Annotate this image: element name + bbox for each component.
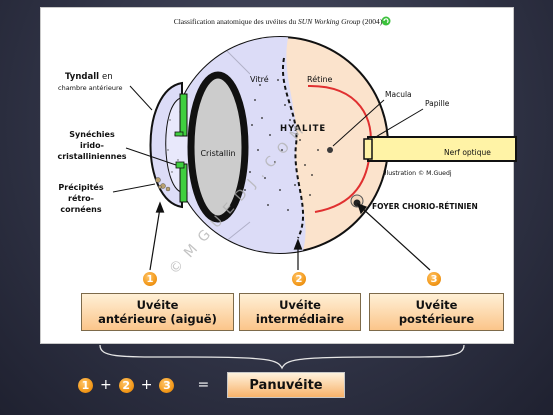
category-posterior-line2: postérieure <box>398 312 475 326</box>
badge-3: 3 <box>427 272 441 286</box>
summary-equation: 1 + 2 + 3 = <box>78 374 209 396</box>
summary-badge-1: 1 <box>78 377 93 393</box>
label-macula: Macula <box>385 90 412 99</box>
category-anterior-line1: Uvéite <box>136 298 179 312</box>
summary-plus-1: + <box>100 377 112 393</box>
label-tyndall-sub: chambre antérieure <box>58 84 123 92</box>
label-hyalite: HYALITE <box>280 124 326 134</box>
pointer-arrows <box>149 201 431 271</box>
label-illustration: Illustration © M.Guedj <box>383 169 452 177</box>
category-posterior-line1: Uvéite <box>415 298 458 312</box>
keratic-precipitates <box>155 177 171 192</box>
category-intermediate-line2: intermédiaire <box>255 312 345 326</box>
header-logo-icon-mark <box>383 18 389 24</box>
label-synechies-2: irido- <box>80 141 104 150</box>
category-intermediate: Uvéite intermédiaire <box>239 293 361 331</box>
category-anterior: Uvéite antérieure (aiguë) <box>81 293 234 331</box>
label-foyer: FOYER CHORIO-RÉTINIEN <box>372 202 478 211</box>
vitreous-boundary <box>281 57 305 239</box>
summary-badge-3: 3 <box>159 377 175 393</box>
header-title: Classification anatomique des uvéites du… <box>174 17 383 26</box>
summary-equals: = <box>197 377 210 393</box>
summary-plus-2: + <box>140 377 153 393</box>
label-papille: Papille <box>425 99 450 108</box>
label-synechies-3: cristalliniennes <box>57 152 126 161</box>
label-precipites-2: rétro- <box>68 193 94 203</box>
label-vitre: Vitré <box>250 74 269 84</box>
panuveite-label: Panuvéite <box>249 377 323 393</box>
grouping-brace <box>99 344 465 370</box>
category-posterior: Uvéite postérieure <box>369 293 504 331</box>
label-precipites-3: cornéens <box>60 204 101 214</box>
label-precipites-1: Précipités <box>58 182 103 192</box>
lens <box>187 71 249 223</box>
iris <box>174 93 188 203</box>
summary-badge-2: 2 <box>118 377 134 393</box>
label-cristallin: Cristallin <box>200 149 235 158</box>
optic-nerve <box>363 136 517 162</box>
badge-1: 1 <box>143 272 157 286</box>
label-synechies-1: Synéchies <box>69 129 115 139</box>
label-nerf-optique: Nerf optique <box>444 148 491 157</box>
label-retine: Rétine <box>307 74 333 84</box>
badge-2: 2 <box>292 272 306 286</box>
panuveite-box: Panuvéite <box>227 372 345 398</box>
header-logo-icon <box>381 16 391 26</box>
category-intermediate-line1: Uvéite <box>279 298 321 312</box>
vitreous-dots <box>244 79 323 211</box>
macula-mark <box>327 147 333 153</box>
category-anterior-line2: antérieure (aiguë) <box>98 312 217 326</box>
